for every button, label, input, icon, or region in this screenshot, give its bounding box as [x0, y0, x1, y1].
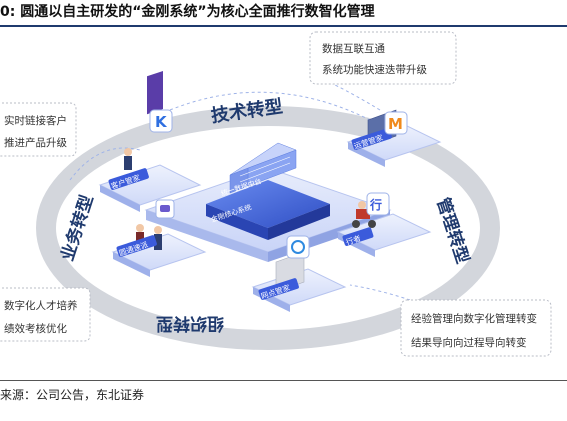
connector-arc-top [169, 91, 371, 121]
module-dispatch: 圆通速派 [111, 224, 207, 277]
callout-top-right-line1: 数据互联互通 [322, 42, 385, 55]
page-title: 0: 圆通以自主研发的“金刚系统”为核心全面推行数智化管理 [0, 4, 375, 20]
app-network-icon [286, 235, 310, 259]
callout-top-right: 数据互联互通 系统功能快速迭带升级 [309, 31, 457, 85]
callout-left-bottom-line2: 绩效考核优化 [4, 322, 67, 335]
callout-bottom-right-line2: 结果导向向过程导向转变 [411, 336, 527, 349]
ring-label-bottom: 组织转型 [156, 313, 224, 334]
platform-base-side [146, 210, 268, 262]
callout-bottom-right-line1: 经验管理向数字化管理转变 [411, 312, 537, 325]
app-chat-icon [155, 199, 175, 219]
source-note: 来源：公司公告，东北证券 [0, 388, 145, 402]
connector-arc-left [69, 147, 141, 181]
module-network: 网点管家 [251, 251, 347, 312]
connector-arc-bottom [349, 284, 411, 301]
module-xingzhe: 行者 [336, 201, 432, 257]
callout-left-top: 实时链接客户 推进产品升级 [0, 102, 77, 157]
callout-left-top-line1: 实时链接客户 [4, 114, 67, 127]
callout-bottom-right: 经验管理向数字化管理转变 结果导向向过程导向转变 [400, 299, 552, 357]
app-k-icon: K [149, 109, 173, 133]
svg-text:行: 行 [369, 197, 382, 212]
module-ops: 运营管家 [346, 109, 442, 167]
svg-text:M: M [388, 115, 403, 133]
ring-label-right: 管理转型 [432, 195, 473, 266]
source-rule [0, 380, 567, 381]
core-side-right [268, 204, 330, 240]
outer-ring [36, 106, 500, 350]
callout-top-right-line2: 系统功能快速迭带升级 [322, 63, 427, 76]
callout-left-top-line2: 推进产品升级 [4, 136, 67, 149]
server-racks [229, 142, 297, 194]
core-side-left [206, 204, 268, 240]
callout-left-bottom: 数字化人才培养 绩效考核优化 [0, 287, 91, 342]
module-xingzhe-label: 行者 [345, 233, 363, 247]
title-rule [0, 25, 567, 27]
app-xing-icon: 行 [366, 192, 390, 216]
ring-label-left: 业务转型 [57, 192, 98, 263]
app-m-icon: M [384, 111, 408, 135]
callout-left-bottom-line1: 数字化人才培养 [4, 299, 78, 312]
digital-management-diagram: 统一数据中台 金刚核心系统 客户管家 圆通速派 网点管家 运营管家 [0, 31, 552, 357]
svg-text:K: K [155, 113, 168, 131]
